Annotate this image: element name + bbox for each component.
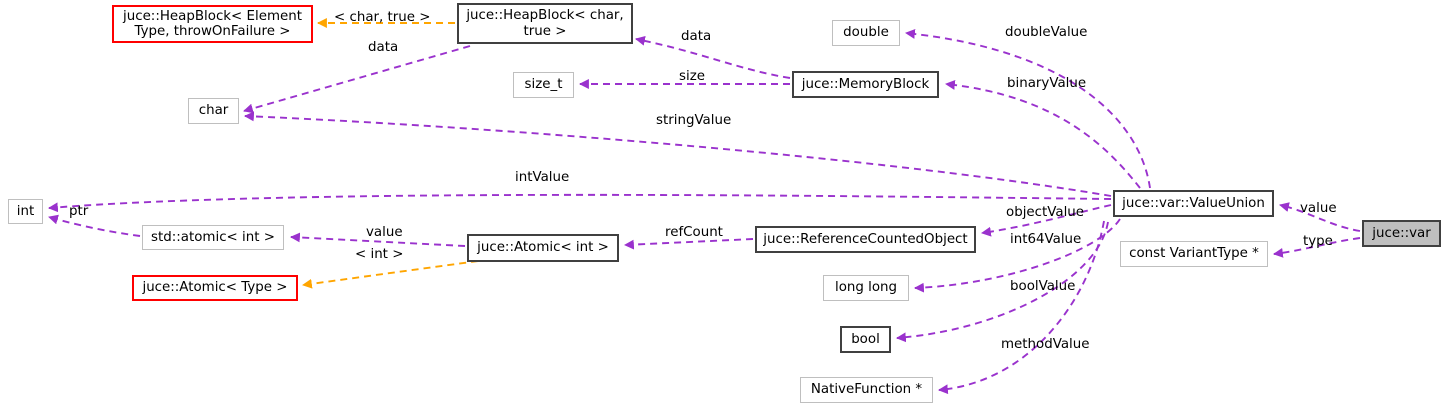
edge-label-e-refcount: refCount — [665, 225, 723, 240]
node-heapblock_elem[interactable]: juce::HeapBlock< Element Type, throwOnFa… — [112, 5, 313, 43]
node-size_t[interactable]: size_t — [513, 72, 574, 98]
edge-label-e-var-type: type — [1303, 234, 1333, 249]
edge-label-e-stringvalue: stringValue — [656, 113, 732, 128]
edge-e-data-heapblock — [635, 35, 791, 79]
node-int[interactable]: int — [8, 199, 43, 224]
edge-e-doublevalue — [905, 29, 1151, 189]
node-valueunion[interactable]: juce::var::ValueUnion — [1113, 190, 1274, 217]
node-variant_type[interactable]: const VariantType * — [1120, 241, 1268, 267]
edge-label-e-boolvalue: boolValue — [1010, 279, 1076, 294]
edge-label-e-value: value — [366, 225, 403, 240]
edge-label-e-intvalue: intValue — [515, 170, 570, 185]
node-memoryblock[interactable]: juce::MemoryBlock — [792, 71, 939, 98]
edge-label-e-template-heapblock: < char, true > — [334, 10, 431, 25]
node-std_atomic_int[interactable]: std::atomic< int > — [142, 225, 284, 250]
node-var[interactable]: juce::var — [1362, 220, 1441, 247]
node-refcountedobj[interactable]: juce::ReferenceCountedObject — [755, 226, 976, 253]
edge-label-e-data-char: data — [368, 40, 399, 55]
edge-label-e-var-value: value — [1300, 201, 1337, 216]
edge-label-e-data-heapblock: data — [681, 29, 712, 44]
edge-label-e-objectvalue: objectValue — [1006, 205, 1085, 220]
node-juce_atomic_t[interactable]: juce::Atomic< Type > — [132, 275, 298, 301]
edge-label-e-methodvalue: methodValue — [1001, 337, 1090, 352]
node-char[interactable]: char — [188, 98, 239, 124]
edge-e-data-char — [243, 45, 471, 114]
node-long_long[interactable]: long long — [823, 275, 909, 301]
edge-label-e-template-atomic: < int > — [355, 247, 404, 262]
edge-label-e-int64value: int64Value — [1010, 232, 1082, 247]
edge-e-template-atomic — [302, 260, 479, 289]
edge-label-e-size: size — [679, 69, 705, 84]
node-juce_atomic_int[interactable]: juce::Atomic< int > — [467, 234, 619, 262]
edge-e-ptr — [48, 214, 141, 237]
node-bool[interactable]: bool — [840, 326, 891, 353]
edge-e-binaryvalue — [945, 80, 1141, 189]
edge-label-e-binaryvalue: binaryValue — [1007, 76, 1087, 91]
edge-e-intvalue — [48, 193, 1112, 213]
edge-label-e-doublevalue: doubleValue — [1005, 25, 1088, 40]
node-heapblock_char[interactable]: juce::HeapBlock< char, true > — [457, 3, 633, 44]
edge-label-e-ptr: ptr — [69, 204, 89, 219]
node-nativefunction[interactable]: NativeFunction * — [800, 377, 933, 403]
edge-e-stringvalue — [244, 111, 1112, 197]
node-double[interactable]: double — [832, 20, 900, 46]
